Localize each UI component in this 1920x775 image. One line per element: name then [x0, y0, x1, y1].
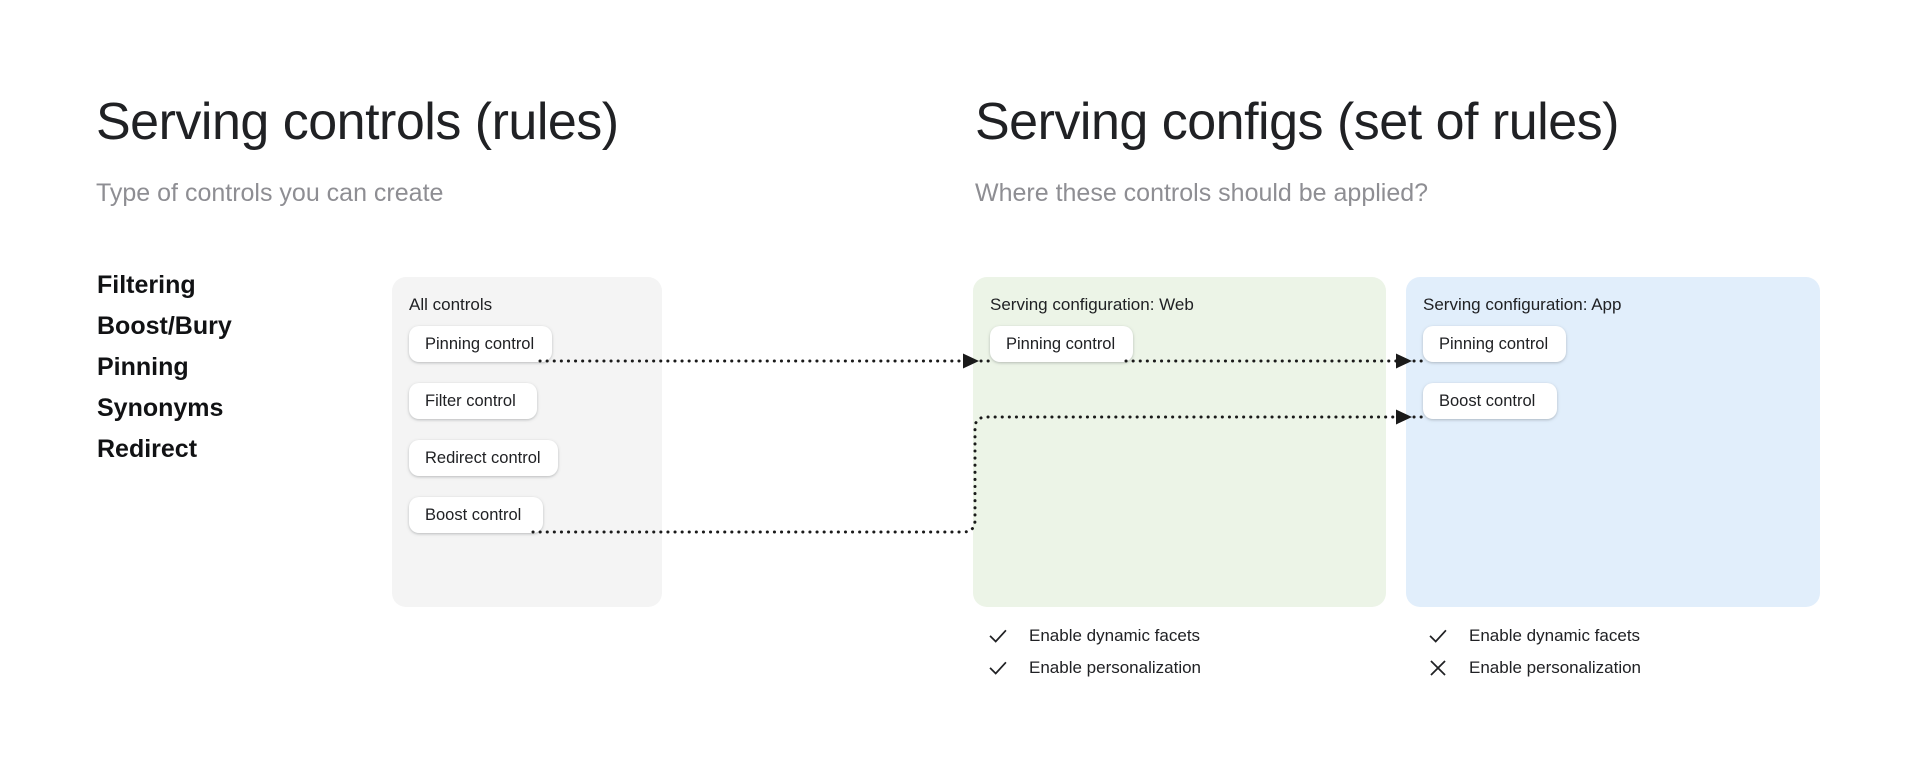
option-row-enable-dynamic-facets-web[interactable]: Enable dynamic facets: [987, 620, 1201, 652]
right-panel-title: Serving configs (set of rules): [975, 93, 1619, 151]
option-label: Enable dynamic facets: [1029, 626, 1201, 645]
chip-redirect-control-all[interactable]: Redirect control: [409, 440, 558, 476]
check-icon: [989, 661, 1007, 675]
control-type-item-pinning: Pinning: [97, 353, 189, 381]
control-type-list: Filtering Boost/Bury Pinning Synonyms Re…: [97, 265, 357, 470]
card-serving-configuration-web-title: Serving configuration: Web: [990, 295, 1194, 314]
card-all-controls-title: All controls: [409, 295, 493, 314]
options-serving-configuration-app: Enable dynamic facets Enable personaliza…: [1427, 620, 1641, 684]
options-serving-configuration-web: Enable dynamic facets Enable personaliza…: [987, 620, 1201, 684]
chip-pinning-control-app[interactable]: Pinning control: [1423, 326, 1566, 362]
control-type-item-synonyms: Synonyms: [97, 394, 224, 422]
option-row-enable-dynamic-facets-app[interactable]: Enable dynamic facets: [1427, 620, 1641, 652]
right-panel-subtitle: Where these controls should be applied?: [975, 179, 1429, 207]
option-row-enable-personalization-web[interactable]: Enable personalization: [987, 652, 1201, 684]
card-serving-configuration-web: Serving configuration: Web Pinning contr…: [973, 277, 1386, 607]
chip-boost-control-all[interactable]: Boost control: [409, 497, 543, 533]
chip-boost-control-app[interactable]: Boost control: [1423, 383, 1557, 419]
control-type-item-boost-bury: Boost/Bury: [97, 312, 232, 340]
control-type-item-filtering: Filtering: [97, 271, 196, 299]
check-icon: [1429, 629, 1447, 643]
option-label: Enable personalization: [1029, 658, 1202, 677]
check-icon: [989, 629, 1007, 643]
cross-icon: [1430, 660, 1446, 676]
chip-filter-control-all[interactable]: Filter control: [409, 383, 537, 419]
card-serving-configuration-app: Serving configuration: App Pinning contr…: [1406, 277, 1820, 607]
control-type-item-redirect: Redirect: [97, 435, 198, 463]
card-all-controls: All controls Pinning control Filter cont…: [392, 277, 662, 607]
left-panel-title: Serving controls (rules): [96, 93, 619, 151]
left-panel-subtitle: Type of controls you can create: [96, 179, 444, 207]
option-row-enable-personalization-app[interactable]: Enable personalization: [1427, 652, 1641, 684]
chip-pinning-control-all[interactable]: Pinning control: [409, 326, 552, 362]
chip-pinning-control-web[interactable]: Pinning control: [990, 326, 1133, 362]
card-serving-configuration-app-title: Serving configuration: App: [1423, 295, 1622, 314]
option-label: Enable personalization: [1469, 658, 1642, 677]
option-label: Enable dynamic facets: [1469, 626, 1641, 645]
